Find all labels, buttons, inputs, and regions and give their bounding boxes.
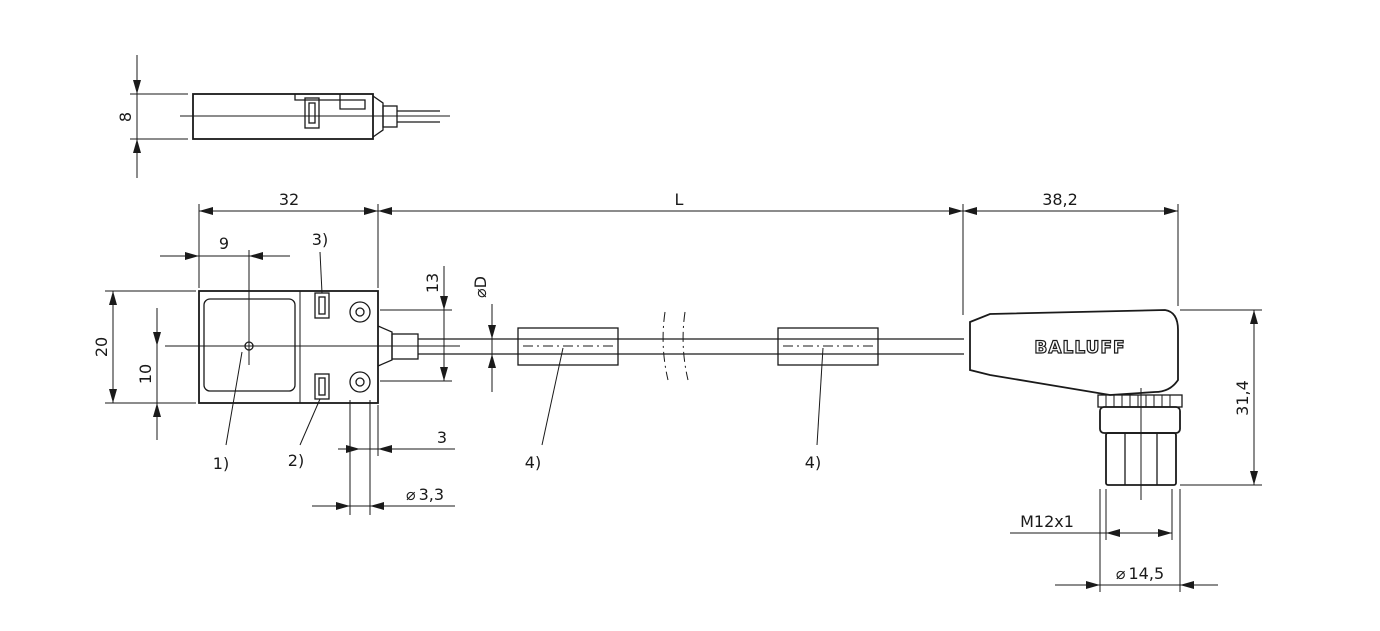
arrow — [440, 367, 448, 381]
diameter-symbol: ⌀ — [406, 485, 416, 504]
arrow — [488, 354, 496, 368]
leader-4a — [541, 347, 564, 446]
dim-label-10: 10 — [136, 364, 155, 384]
connector-body — [969, 309, 1179, 396]
arrow — [378, 445, 392, 453]
arrow — [370, 502, 384, 510]
side-view-led-window — [304, 97, 320, 129]
arrow — [488, 325, 496, 339]
dim-label-32: 32 — [279, 190, 299, 209]
leader-1 — [225, 351, 243, 446]
leader-2 — [299, 398, 321, 446]
dim-label-L: L — [675, 190, 684, 209]
diameter-symbol: ⌀ — [1116, 564, 1126, 583]
arrow — [378, 207, 392, 215]
dim-label-14-5: 14,5 — [1129, 564, 1165, 583]
arrow — [1250, 471, 1258, 485]
dim-label-13: 13 — [423, 273, 442, 293]
callout-3: 3) — [312, 230, 328, 249]
side-view-led-inner — [308, 102, 316, 124]
arrow — [346, 445, 360, 453]
arrow — [185, 252, 199, 260]
arrow — [199, 207, 213, 215]
coupling-knurl — [1097, 394, 1183, 408]
callout-4b: 4) — [805, 453, 821, 472]
brand-logo: BALLUFF — [1034, 338, 1125, 358]
led-top-inner — [318, 296, 326, 315]
cable-break-left — [662, 311, 669, 381]
arrow — [949, 207, 963, 215]
diameter-symbol: ⌀ — [471, 288, 490, 298]
dim-label-D-group: ⌀D — [471, 276, 490, 298]
arrow — [133, 80, 141, 94]
dim-label-31-4: 31,4 — [1233, 380, 1252, 416]
dim-label-38-2: 38,2 — [1042, 190, 1078, 209]
arrow — [153, 332, 161, 346]
led-bottom — [314, 373, 330, 400]
leader-4b — [816, 347, 824, 446]
arrow — [1250, 310, 1258, 324]
arrow — [1180, 581, 1194, 589]
side-view: 8 — [116, 55, 450, 178]
callout-2: 2) — [288, 451, 304, 470]
callout-1: 1) — [213, 454, 229, 473]
led-bottom-inner — [318, 377, 326, 396]
arrow — [109, 389, 117, 403]
side-view-notch — [339, 99, 366, 110]
sleeve-2 — [777, 327, 879, 366]
arrow — [1158, 529, 1172, 537]
dim-label-3: 3 — [437, 428, 447, 447]
arrow — [109, 291, 117, 305]
side-view-bend-protect — [382, 105, 398, 128]
mounting-hole-bottom-inner — [355, 377, 365, 387]
cable-break-right — [682, 311, 689, 381]
svg-text:⌀D: ⌀D — [471, 276, 490, 298]
front-view: BALLUFF — [165, 250, 1183, 500]
housing — [198, 290, 379, 404]
dim-label-20: 20 — [92, 337, 111, 357]
callout-4a: 4) — [525, 453, 541, 472]
side-view-step — [294, 94, 341, 101]
dim-label-9: 9 — [219, 234, 229, 253]
coupling-nut — [1099, 406, 1181, 434]
dim-label-M12: M12x1 — [1020, 512, 1074, 531]
arrow — [440, 296, 448, 310]
arrow — [133, 139, 141, 153]
arrow — [963, 207, 977, 215]
callouts: 1) 2) 3) 4) 4) — [213, 230, 824, 473]
dim-label-D: D — [471, 276, 490, 288]
arrow — [364, 207, 378, 215]
svg-text:⌀3,3: ⌀3,3 — [406, 485, 444, 504]
svg-text:⌀14,5: ⌀14,5 — [1116, 564, 1164, 583]
mounting-hole-top-inner — [355, 307, 365, 317]
arrow — [1086, 581, 1100, 589]
dimensions: 32 L 38,2 9 20 10 13 — [92, 190, 1262, 592]
arrow — [1164, 207, 1178, 215]
arrow — [153, 403, 161, 417]
mounting-hole-top — [349, 301, 371, 323]
bend-protection — [391, 333, 419, 360]
sleeve-1 — [517, 327, 619, 366]
leader-3 — [319, 251, 323, 294]
arrow — [336, 502, 350, 510]
dim-label-8: 8 — [116, 112, 135, 122]
knurl-ridges — [1105, 395, 1171, 407]
arrow — [1106, 529, 1120, 537]
arrow — [249, 252, 263, 260]
mounting-hole-bottom — [349, 371, 371, 393]
dim-label-3-3: 3,3 — [419, 485, 444, 504]
